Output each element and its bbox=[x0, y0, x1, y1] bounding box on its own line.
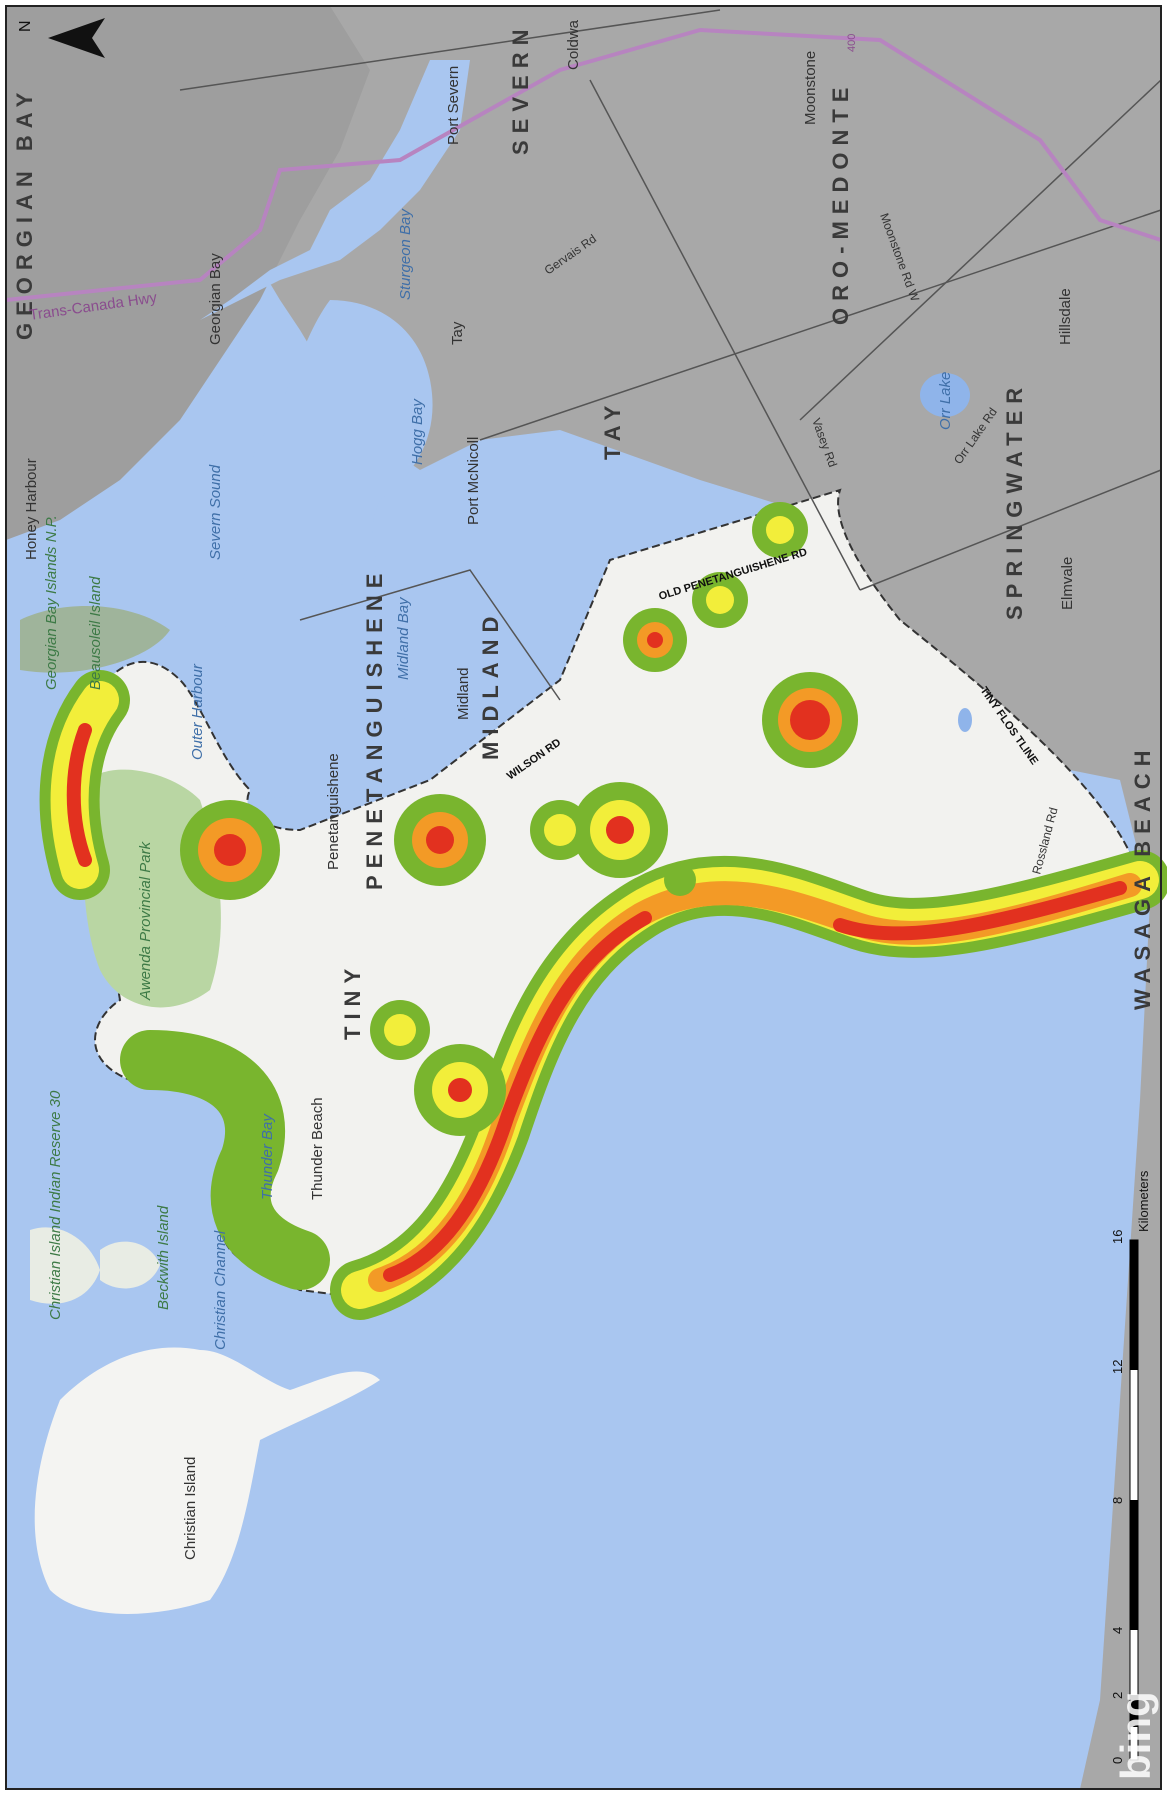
beausoleil-island bbox=[20, 606, 170, 673]
label-hogg-bay: Hogg Bay bbox=[409, 398, 426, 465]
label-tiny: TINY bbox=[340, 962, 365, 1040]
mainland-land bbox=[180, 6, 1161, 1789]
label-thunder-beach: Thunder Beach bbox=[309, 1097, 326, 1200]
municipality-labels: GEORGIAN BAY SEVERN ORO-MEDONTE TAY SPRI… bbox=[12, 23, 1155, 1040]
label-outer-harbour: Outer Harbour bbox=[189, 663, 206, 760]
scale-seg-2 bbox=[1130, 1500, 1138, 1630]
label-honey-harbour: Honey Harbour bbox=[23, 458, 40, 560]
midland-bay-water bbox=[216, 560, 408, 800]
label-penetanguishene-town: Penetanguishene bbox=[325, 753, 342, 870]
label-beausoleil-island: Beausoleil Island bbox=[87, 576, 104, 690]
inland-lake bbox=[958, 708, 972, 732]
label-gbi-np: Georgian Bay Islands N.P. bbox=[43, 515, 60, 690]
map-frame bbox=[5, 5, 1162, 1790]
scale-tick-label: 4 bbox=[1110, 1627, 1125, 1634]
label-moonstone: Moonstone bbox=[802, 51, 819, 125]
label-midland-bay: Midland Bay bbox=[395, 596, 412, 680]
label-beckwith-island: Beckwith Island bbox=[155, 1205, 172, 1310]
heat-spots bbox=[180, 502, 858, 1136]
mainland-land-north bbox=[6, 6, 370, 540]
label-christian-island-reserve: Christian Island Indian Reserve 30 bbox=[47, 1090, 64, 1320]
scale-seg-1 bbox=[1130, 1240, 1138, 1370]
label-midland-town: Midland bbox=[455, 667, 472, 720]
north-arrow: N bbox=[17, 18, 105, 58]
study-area bbox=[51, 488, 1142, 1302]
label-tay: TAY bbox=[600, 399, 625, 460]
scale-tick-label: 2 bbox=[1110, 1692, 1125, 1699]
water-labels: Sturgeon Bay Hogg Bay Midland Bay Outer … bbox=[189, 208, 954, 1350]
label-springwater: SPRINGWATER bbox=[1002, 381, 1027, 620]
severn-sound-water bbox=[200, 60, 470, 320]
label-sturgeon-bay: Sturgeon Bay bbox=[397, 208, 414, 300]
label-wasaga-beach: WASAGA BEACH bbox=[1130, 743, 1155, 1010]
green-labels: Awenda Provincial Park Christian Island … bbox=[43, 515, 172, 1320]
scale-tick-label: 16 bbox=[1110, 1230, 1125, 1244]
label-oro-medonte: ORO-MEDONTE bbox=[828, 81, 853, 325]
north-label: N bbox=[17, 20, 34, 32]
label-severn: SEVERN bbox=[508, 23, 533, 155]
trans-canada-highway bbox=[5, 27, 1162, 302]
place-labels: Port Severn Coldwa Moonstone Georgian Ba… bbox=[23, 19, 1076, 1200]
scale-tick-label: 8 bbox=[1110, 1497, 1125, 1504]
label-severn-sound: Severn Sound bbox=[207, 464, 224, 560]
municipal-boundaries bbox=[179, 9, 1162, 701]
label-hwy-400: 400 bbox=[846, 34, 858, 52]
heat-zone-red bbox=[66, 723, 1127, 1282]
label-hillsdale: Hillsdale bbox=[1057, 288, 1074, 345]
label-coldwater: Coldwa bbox=[565, 19, 582, 70]
heatmap-zones bbox=[39, 670, 1167, 1320]
scale-seg-3 bbox=[1130, 1695, 1138, 1727]
scale-tick-label: 0 bbox=[1110, 1757, 1125, 1764]
orr-lake bbox=[920, 373, 970, 417]
label-penetanguishene: PENETANGUISHENE bbox=[362, 567, 387, 890]
label-midland: MIDLAND bbox=[478, 610, 503, 760]
christian-island bbox=[34, 1347, 380, 1614]
label-tay-town: Tay bbox=[449, 321, 466, 345]
north-arrow-icon bbox=[48, 18, 105, 58]
label-christian-island: Christian Island bbox=[182, 1457, 199, 1560]
scale-unit-label: Kilometers bbox=[1136, 1170, 1151, 1232]
scale-bar: 0 2 4 8 12 16 Kilometers bbox=[1110, 1170, 1151, 1764]
label-thunder-bay: Thunder Bay bbox=[259, 1113, 276, 1200]
label-awenda: Awenda Provincial Park bbox=[137, 840, 154, 1001]
label-georgian-bay-town: Georgian Bay bbox=[207, 253, 224, 345]
label-port-mcnicoll: Port McNicoll bbox=[465, 437, 482, 525]
label-elmvale: Elmvale bbox=[1059, 557, 1076, 610]
scale-tick-label: 12 bbox=[1110, 1360, 1125, 1374]
beckwith-island bbox=[100, 1241, 160, 1289]
label-christian-channel: Christian Channel bbox=[212, 1230, 229, 1350]
christian-island-reserve-area bbox=[30, 1227, 100, 1304]
label-orr-lake: Orr Lake bbox=[937, 372, 954, 430]
label-port-severn: Port Severn bbox=[445, 66, 462, 145]
scale-ticks: 0 2 4 8 12 16 bbox=[1110, 1230, 1125, 1764]
bing-logo: bing bbox=[1112, 1691, 1159, 1780]
label-georgian-bay: GEORGIAN BAY bbox=[12, 86, 37, 340]
